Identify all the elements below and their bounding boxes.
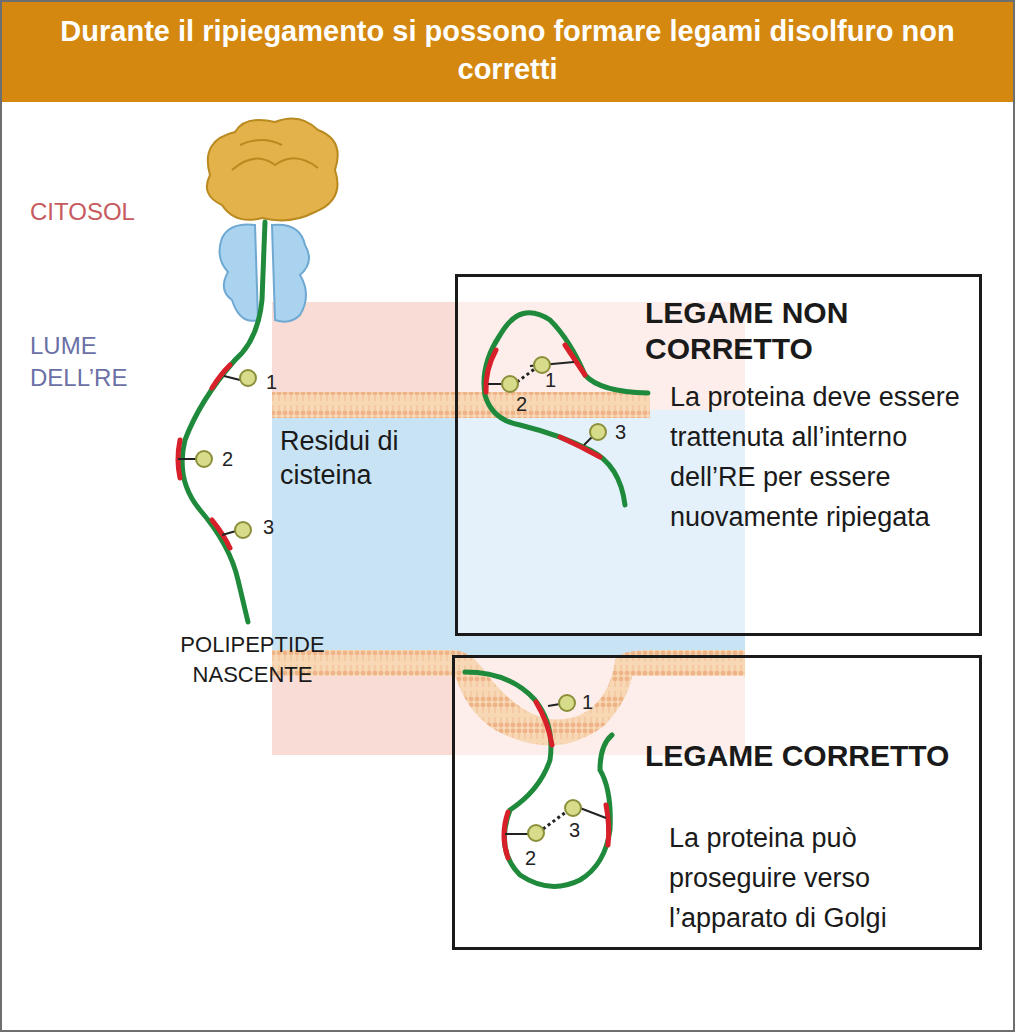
callout-box: LEGAME CORRETTO La proteina può proseguir… xyxy=(452,655,982,950)
disulfide-bond xyxy=(543,812,566,829)
cysteine-links xyxy=(488,362,592,445)
region-label: POLIPEPTIDE NASCENTE xyxy=(140,630,365,690)
callout-number: 3 xyxy=(569,818,599,842)
er-membrane xyxy=(272,392,650,418)
box-heading: LEGAME CORRETTO xyxy=(645,738,975,774)
disulfide-bond xyxy=(517,368,536,382)
title-bar: Durante il ripiegamento si possono forma… xyxy=(0,0,1015,102)
er-membrane xyxy=(272,650,745,745)
callout-number: 1 xyxy=(545,368,575,392)
polypeptide-chain xyxy=(465,672,612,886)
box-body: La proteina può proseguire verso l’appar… xyxy=(669,818,974,938)
callout-number: 3 xyxy=(263,515,293,539)
region-label: Residui di cisteina xyxy=(280,424,455,492)
box-body: La proteina deve essere trattenuta all’i… xyxy=(670,377,975,537)
callout-box: LEGAME NON CORRETTO La proteina deve esse… xyxy=(455,274,982,636)
cysteine-residue xyxy=(502,357,606,440)
callout-number: 1 xyxy=(266,370,296,394)
cysteine-links xyxy=(505,704,606,834)
polypeptide-chain xyxy=(178,222,265,622)
polypeptide-chain xyxy=(484,313,648,505)
box-heading: LEGAME NON CORRETTO xyxy=(645,295,975,367)
cysteine-residue xyxy=(196,370,256,538)
callout-number: 3 xyxy=(615,420,645,444)
region-label: LUME DELL’RE xyxy=(30,330,190,394)
callout-number: 2 xyxy=(516,392,546,416)
callout-number: 1 xyxy=(582,690,612,714)
box-fill xyxy=(452,655,982,950)
diagram-title: Durante il ripiegamento si possono forma… xyxy=(40,12,975,88)
box-fill xyxy=(455,274,982,636)
region-label: CITOSOL xyxy=(30,196,230,228)
callout-number: 2 xyxy=(222,447,252,471)
ribosome xyxy=(207,118,338,220)
callout-number: 2 xyxy=(525,846,555,870)
